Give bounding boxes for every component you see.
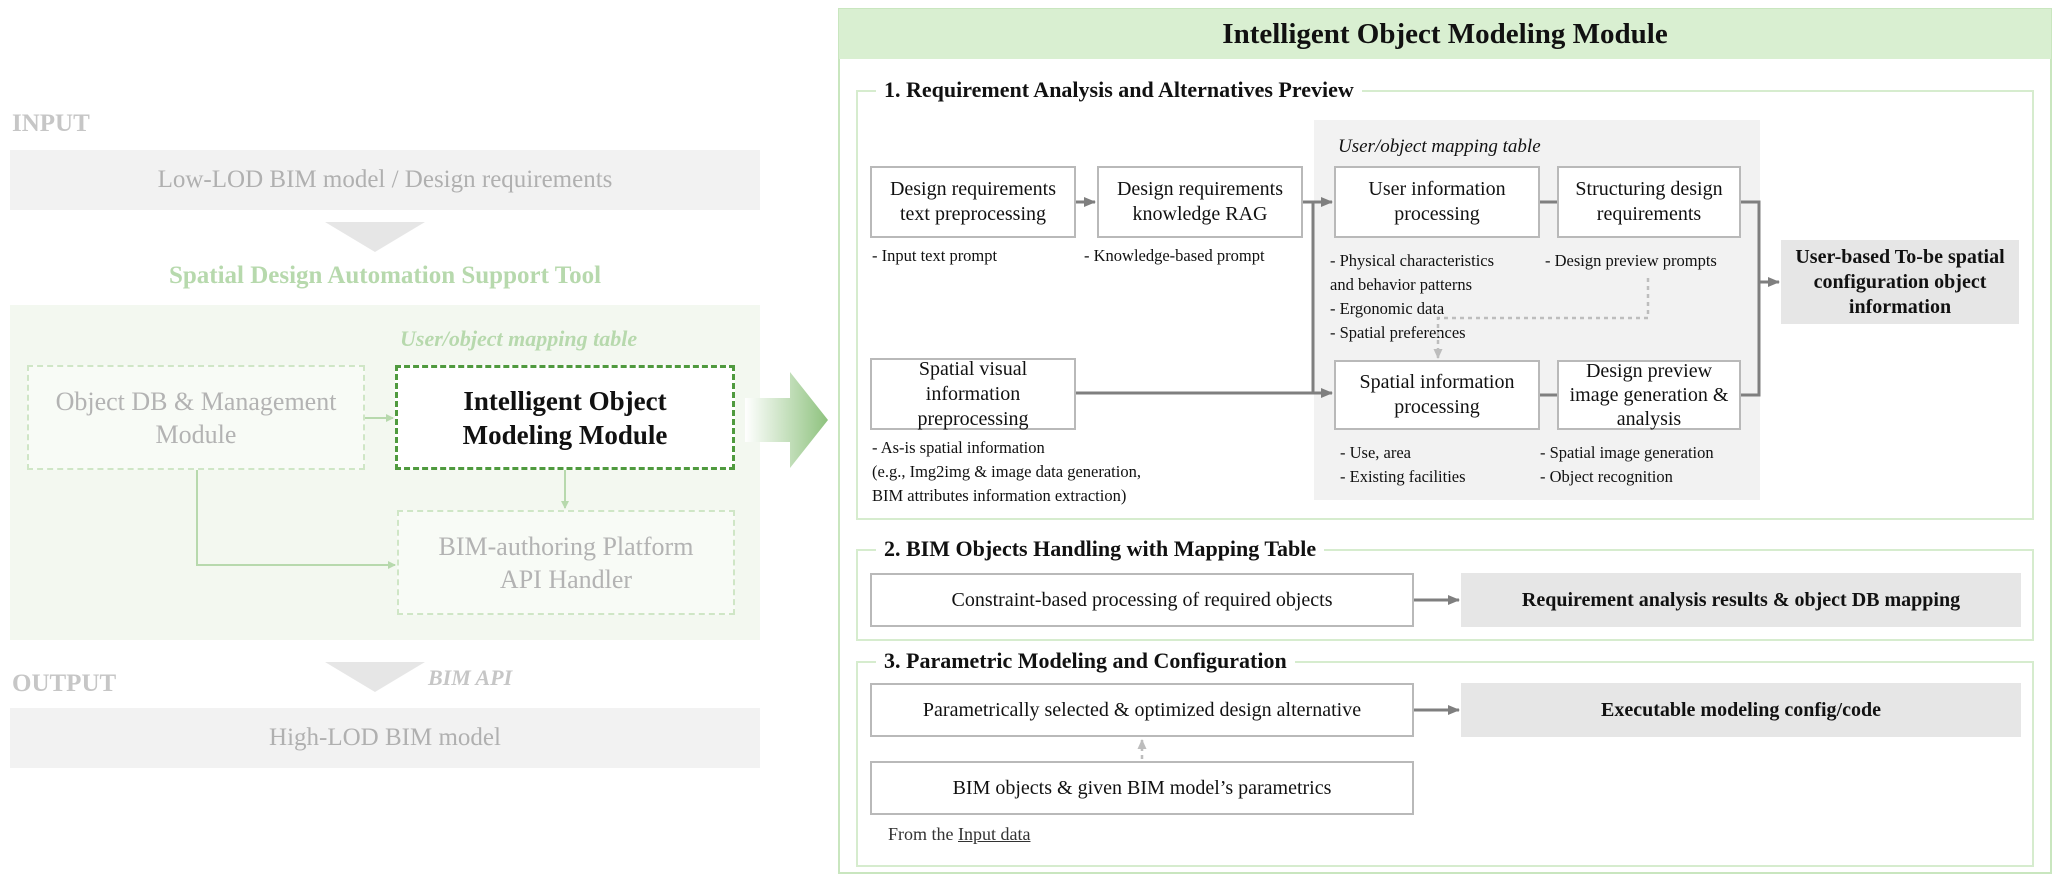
- spatial-info-note-1: - Use, area: [1340, 443, 1411, 462]
- spatial-info-notes: - Use, area - Existing facilities: [1340, 441, 1466, 489]
- section-2-process-box: Constraint-based processing of required …: [870, 573, 1414, 627]
- section-1-result-label: User-based To-be spatial configuration o…: [1795, 245, 2005, 318]
- input-value: Low-LOD BIM model / Design requirements: [10, 150, 760, 210]
- section-2-result-label: Requirement analysis results & object DB…: [1521, 588, 1961, 611]
- preview-generation-box: Design preview image generation & analys…: [1557, 360, 1741, 430]
- section-1: [856, 90, 2034, 520]
- section-3-input-label: BIM objects & given BIM model’s parametr…: [952, 776, 1332, 799]
- preview-generation-label: Design preview image generation & analys…: [1569, 360, 1729, 430]
- section-3-process-box: Parametrically selected & optimized desi…: [870, 683, 1414, 737]
- preview-generation-note-1: - Spatial image generation: [1540, 443, 1714, 462]
- knowledge-rag-label: Design requirements knowledge RAG: [1116, 178, 1284, 225]
- section-3-input-box: BIM objects & given BIM model’s parametr…: [870, 761, 1414, 815]
- section-3-title: 3. Parametric Modeling and Configuration: [876, 648, 1295, 674]
- knowledge-rag-box: Design requirements knowledge RAG: [1097, 166, 1303, 238]
- left-mapping-table-label: User/object mapping table: [400, 326, 638, 351]
- bim-handler-box: BIM-authoring Platform API Handler: [397, 510, 735, 615]
- section-3-process-label: Parametrically selected & optimized desi…: [922, 698, 1362, 721]
- mapping-table-label: User/object mapping table: [1338, 136, 1541, 157]
- input-data-prefix: From the: [888, 824, 958, 844]
- section-3-result-label: Executable modeling config/code: [1601, 698, 1881, 721]
- text-preprocessing-box: Design requirements text preprocessing: [870, 166, 1076, 238]
- output-label: OUTPUT: [12, 670, 117, 697]
- bim-handler-label: BIM-authoring Platform API Handler: [438, 531, 694, 594]
- spatial-info-box: Spatial information processing: [1334, 360, 1540, 430]
- user-info-notes: - Physical characteristics and behavior …: [1330, 249, 1494, 345]
- knowledge-rag-note: - Knowledge-based prompt: [1084, 246, 1265, 265]
- input-data-link[interactable]: Input data: [958, 824, 1031, 844]
- spatial-visual-label: Spatial visual information preprocessing: [917, 357, 1029, 430]
- spatial-visual-note-3: BIM attributes information extraction): [872, 486, 1127, 505]
- spatial-visual-notes: - As-is spatial information (e.g., Img2i…: [872, 436, 1141, 508]
- input-data-note: From the Input data: [888, 822, 1030, 846]
- down-arrow-input: [325, 222, 425, 252]
- input-label: INPUT: [12, 110, 90, 137]
- tool-title: Spatial Design Automation Support Tool: [168, 262, 602, 289]
- user-info-box: User information processing: [1334, 166, 1540, 238]
- preview-generation-note-2: - Object recognition: [1540, 467, 1673, 486]
- section-3-result: Executable modeling config/code: [1461, 683, 2021, 737]
- section-1-result: User-based To-be spatial configuration o…: [1781, 240, 2019, 324]
- spatial-info-note-2: - Existing facilities: [1340, 467, 1466, 486]
- output-value: High-LOD BIM model: [10, 708, 760, 768]
- section-2-title: 2. BIM Objects Handling with Mapping Tab…: [876, 536, 1325, 562]
- section-1-title: 1. Requirement Analysis and Alternatives…: [876, 77, 1362, 103]
- structuring-label: Structuring design requirements: [1575, 178, 1723, 225]
- section-2-process-label: Constraint-based processing of required …: [951, 588, 1333, 611]
- object-db-module: Object DB & Management Module: [27, 365, 365, 470]
- structuring-box: Structuring design requirements: [1557, 166, 1741, 238]
- user-info-note-4: - Spatial preferences: [1330, 323, 1466, 342]
- module-title: Intelligent Object Modeling Module: [839, 9, 2051, 59]
- bim-api-label: BIM API: [428, 665, 513, 690]
- text-preprocessing-label: Design requirements text preprocessing: [889, 178, 1057, 225]
- user-info-note-3: - Ergonomic data: [1330, 299, 1445, 318]
- spatial-info-label: Spatial information processing: [1359, 371, 1515, 418]
- spatial-visual-box: Spatial visual information preprocessing: [870, 358, 1076, 430]
- intelligent-module-label: Intelligent Object Modeling Module: [462, 385, 668, 450]
- user-info-label: User information processing: [1368, 178, 1506, 225]
- text-preprocessing-note: - Input text prompt: [872, 246, 998, 265]
- section-2: [856, 549, 2034, 641]
- structuring-note: - Design preview prompts: [1545, 251, 1717, 270]
- object-db-label: Object DB & Management Module: [55, 386, 337, 449]
- user-info-note-2: and behavior patterns: [1330, 275, 1473, 294]
- intelligent-module-box: Intelligent Object Modeling Module: [395, 365, 735, 470]
- spatial-visual-note-2: (e.g., Img2img & image data generation,: [872, 462, 1141, 481]
- section-2-result: Requirement analysis results & object DB…: [1461, 573, 2021, 627]
- down-arrow-output: [325, 662, 425, 692]
- spatial-visual-note-1: - As-is spatial information: [872, 438, 1045, 457]
- user-info-note-1: - Physical characteristics: [1330, 251, 1495, 270]
- preview-generation-notes: - Spatial image generation - Object reco…: [1540, 441, 1714, 489]
- section-3: [856, 661, 2034, 867]
